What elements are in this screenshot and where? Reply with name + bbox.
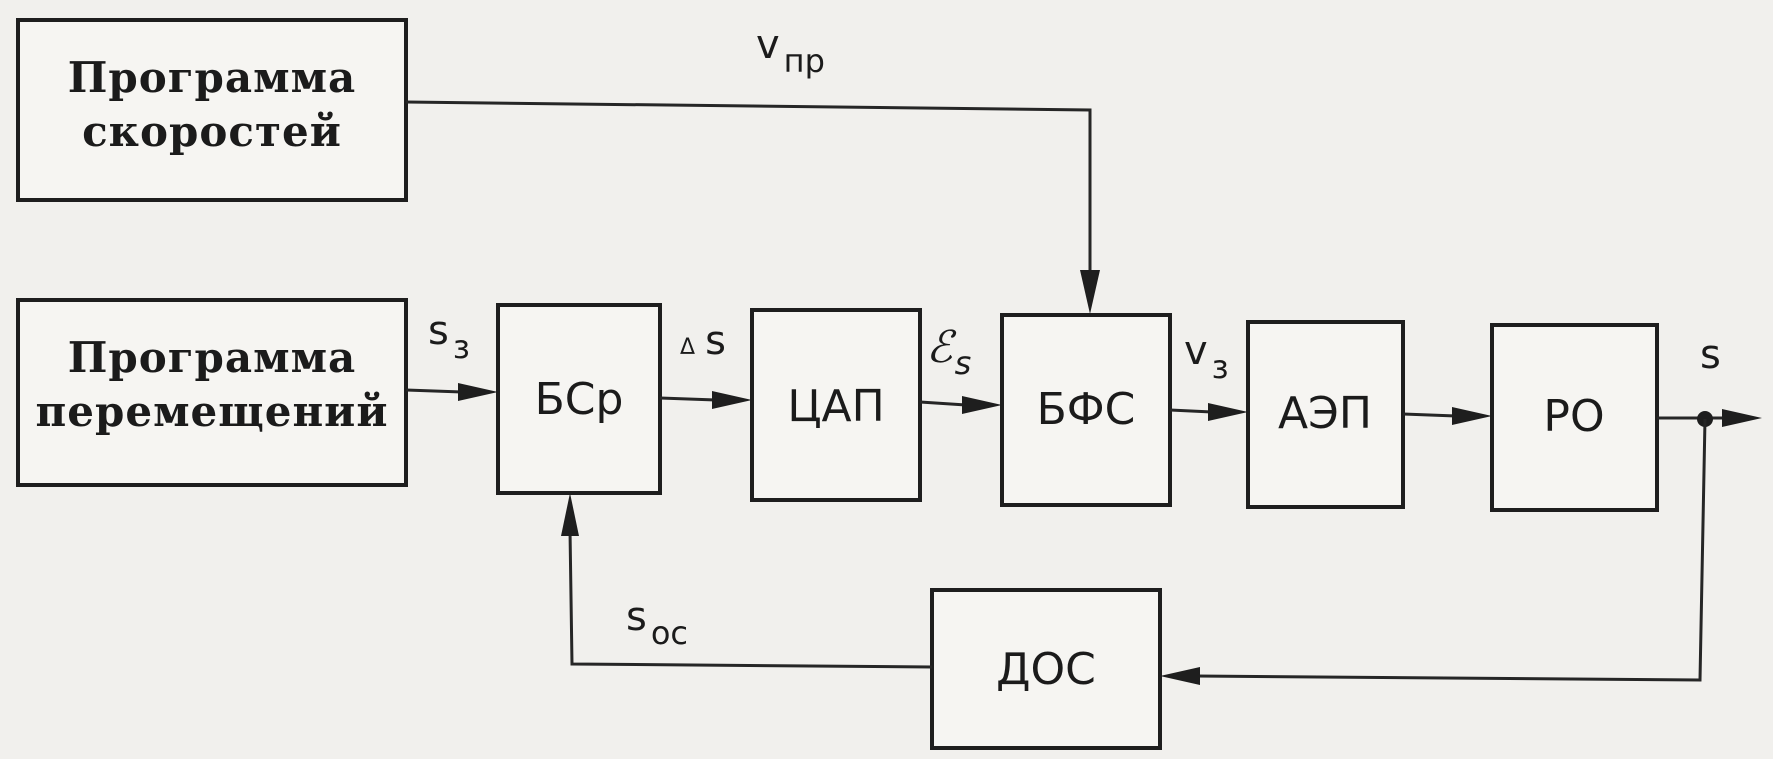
- arrow-eps-icon: [962, 396, 1002, 414]
- wire-delta-s: [659, 396, 717, 402]
- speed-program-block: Программа скоростей: [16, 18, 408, 202]
- move-program-block: Программа перемещений: [16, 298, 408, 487]
- move-program-label-line1: Программа: [68, 333, 357, 382]
- wire-vz: [1169, 408, 1213, 414]
- dac-block: ЦАП: [750, 308, 922, 502]
- signal-s-out: s: [1700, 332, 1721, 378]
- move-program-label-line2: перемещений: [36, 387, 389, 436]
- wire-feedback-in: [1195, 418, 1707, 682]
- wire-aep-ro: [1402, 412, 1457, 418]
- aep-label: АЭП: [1278, 388, 1372, 439]
- ro-label: РО: [1543, 391, 1604, 442]
- arrow-soc-icon: [561, 493, 579, 536]
- wire-eps: [919, 400, 967, 407]
- dos-label: ДОС: [996, 644, 1096, 695]
- speed-program-label-line1: Программа: [68, 53, 357, 102]
- wire-sz: [405, 388, 463, 394]
- bsr-block: БСр: [496, 303, 662, 495]
- aep-block: АЭП: [1246, 320, 1405, 509]
- speed-program-label-line2: скоростей: [82, 107, 342, 156]
- dos-block: ДОС: [930, 588, 1162, 750]
- arrow-feedback-icon: [1160, 667, 1200, 685]
- connections: [405, 100, 1762, 685]
- arrow-aep-ro-icon: [1452, 407, 1492, 425]
- arrow-vz-icon: [1208, 403, 1248, 421]
- arrow-vpr-icon: [1080, 270, 1100, 314]
- bsr-label: БСр: [535, 374, 624, 425]
- dac-label: ЦАП: [787, 381, 884, 432]
- bfs-label: БФС: [1037, 384, 1136, 435]
- arrow-sz-icon: [458, 383, 498, 401]
- ro-block: РО: [1490, 323, 1659, 512]
- bfs-block: БФС: [1000, 313, 1172, 507]
- arrow-output-icon: [1722, 409, 1762, 427]
- signal-eps-s: ℰs: [926, 322, 971, 382]
- arrow-delta-s-icon: [712, 391, 752, 409]
- wire-vpr: [405, 100, 1092, 278]
- wire-soc: [568, 529, 933, 669]
